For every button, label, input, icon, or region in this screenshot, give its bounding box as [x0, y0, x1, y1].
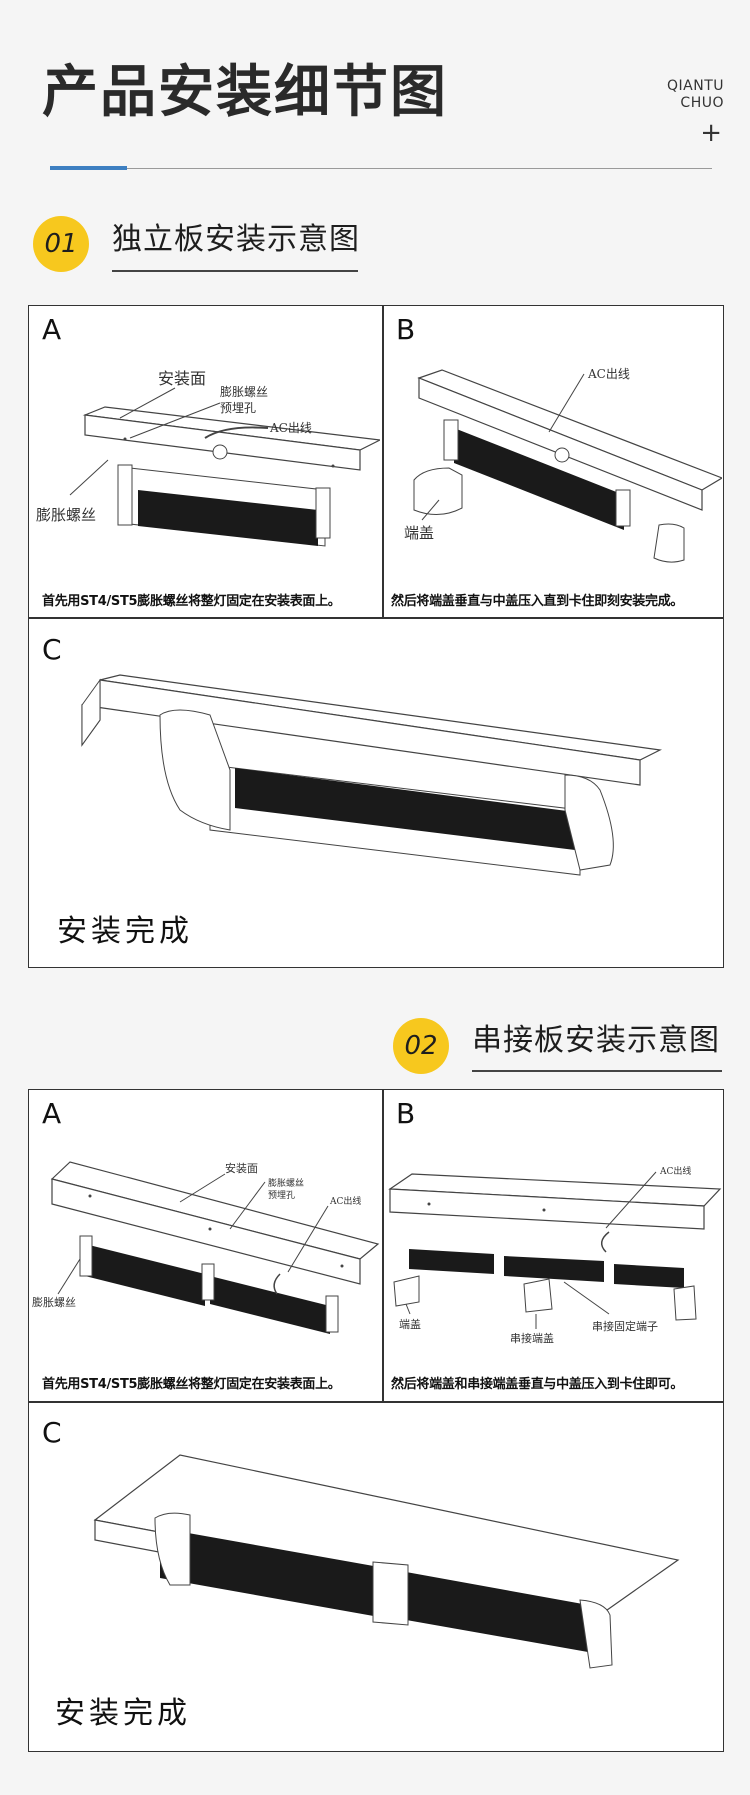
- s2-panel-a-label: A: [42, 1097, 62, 1130]
- s2b-callout-ac: AC出线: [659, 1165, 691, 1177]
- s1a-callout-hole: 预埋孔: [220, 401, 256, 415]
- s1a-callout-ac: AC出线: [269, 421, 312, 435]
- page-title: 产品安装细节图: [42, 60, 448, 125]
- s1-panel-c-label: C: [42, 633, 62, 666]
- brand-line-1: QIANTU: [667, 78, 724, 94]
- s1a-callout-screw: 膨胀螺丝: [220, 385, 268, 399]
- section-1-vertical-divider: [382, 305, 384, 618]
- s2-panel-b-label: B: [396, 1097, 416, 1130]
- s2-panel-c-illustration: [93, 1454, 680, 1669]
- plus-icon: +: [700, 118, 722, 148]
- s2b-callout-serial-endcap: 串接端盖: [510, 1331, 554, 1345]
- section-1-horizontal-divider: [28, 617, 724, 619]
- s1a-callout-surface: 安装面: [158, 369, 206, 388]
- section-2-horizontal-divider: [28, 1401, 724, 1403]
- s2-panel-a-illustration: 安装面 膨胀螺丝 预埋孔 AC出线 膨胀螺丝: [32, 1161, 380, 1334]
- s1-panel-a-illustration: 安装面 膨胀螺丝 预埋孔 AC出线 膨胀螺丝: [36, 369, 380, 547]
- s1-panel-a-label: A: [42, 313, 62, 346]
- s1a-callout-screw-2: 膨胀螺丝: [36, 506, 96, 524]
- s1b-callout-ac: AC出线: [587, 367, 630, 381]
- section-1-title-underline: [112, 270, 358, 272]
- s2a-callout-screw-2: 膨胀螺丝: [32, 1295, 76, 1309]
- s1b-callout-endcap: 端盖: [404, 524, 434, 542]
- s2b-callout-endcap: 端盖: [399, 1317, 421, 1331]
- s1-panel-b-label: B: [396, 313, 416, 346]
- title-accent-bar: [50, 166, 127, 170]
- section-2-title-underline: [472, 1070, 722, 1072]
- brand-line-2: CHUO: [680, 95, 724, 111]
- title-divider: [50, 168, 712, 169]
- brand-mark: QIANTU CHUO: [667, 78, 724, 112]
- s2a-callout-screw: 膨胀螺丝: [268, 1177, 304, 1189]
- s2-panel-c-label: C: [42, 1416, 62, 1449]
- section-1-badge: 01: [33, 216, 89, 272]
- s2a-callout-surface: 安装面: [225, 1161, 258, 1175]
- s2-panel-b-illustration: AC出线 端盖 串接端盖 串接固定端子: [388, 1165, 722, 1345]
- s2a-callout-ac: AC出线: [329, 1195, 361, 1207]
- s2-panel-b-caption: 然后将端盖和串接端盖垂直与中盖压入到卡住即可。: [391, 1377, 684, 1392]
- s2-panel-a-caption: 首先用ST4/ST5膨胀螺丝将整灯固定在安装表面上。: [42, 1377, 341, 1392]
- section-2-badge: 02: [393, 1018, 449, 1074]
- s2b-callout-serial-terminal: 串接固定端子: [592, 1319, 658, 1333]
- section-2-vertical-divider: [382, 1089, 384, 1402]
- s1-panel-b-caption: 然后将端盖垂直与中盖压入直到卡住即刻安装完成。: [391, 594, 684, 609]
- s2a-callout-hole: 预埋孔: [268, 1190, 295, 1201]
- s2-panel-c-done-text: 安装完成: [55, 1696, 191, 1731]
- s1-panel-a-caption: 首先用ST4/ST5膨胀螺丝将整灯固定在安装表面上。: [42, 594, 341, 609]
- section-2-title: 串接板安装示意图: [472, 1023, 720, 1058]
- section-1-title: 独立板安装示意图: [112, 222, 360, 257]
- s1-panel-b-illustration: AC出线 端盖: [404, 367, 722, 563]
- s1-panel-c-done-text: 安装完成: [57, 914, 193, 949]
- s1-panel-c-illustration: [81, 674, 662, 876]
